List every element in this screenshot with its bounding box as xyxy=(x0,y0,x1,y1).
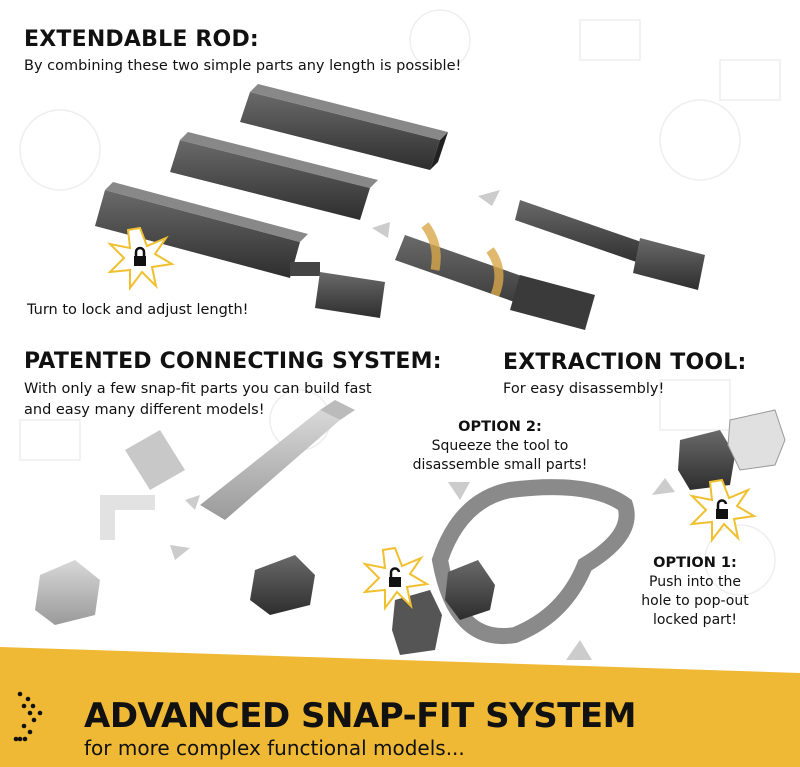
connecting-description-line1: With only a few snap-fit parts you can b… xyxy=(24,381,372,397)
arrow-icon xyxy=(566,640,592,660)
option1-line3: locked part! xyxy=(652,612,738,628)
lock-note: Turn to lock and adjust length! xyxy=(27,302,249,318)
banner-background xyxy=(0,647,800,767)
arrow-icon xyxy=(185,495,200,510)
rod-top xyxy=(240,84,448,170)
background-doodles xyxy=(19,9,781,596)
option2-line1: Squeeze the tool to xyxy=(431,438,569,454)
connecting-description-line2: and easy many different models! xyxy=(24,402,265,418)
banner-title: ADVANCED SNAP-FIT SYSTEM xyxy=(84,696,637,736)
extraction-tool xyxy=(392,409,786,660)
option1-line2: hole to pop-out xyxy=(641,593,749,609)
rod-bottom xyxy=(95,182,385,318)
dots-chevron-icon xyxy=(13,691,43,742)
connector-rod xyxy=(395,222,595,330)
unlock-icon xyxy=(361,546,430,611)
arrow-icon xyxy=(478,190,500,206)
arrow-icon xyxy=(652,478,675,495)
rod-middle xyxy=(170,132,378,220)
arrow-icon xyxy=(448,482,470,500)
option1-note: OPTION 1: Push into the hole to pop-out … xyxy=(630,554,760,630)
unlock-icon xyxy=(688,478,757,543)
arrow-icon xyxy=(170,545,190,560)
extension-rod xyxy=(515,200,705,290)
option2-note: OPTION 2: Squeeze the tool to disassembl… xyxy=(395,418,605,475)
lock-icon xyxy=(106,226,175,291)
connecting-section-title: PATENTED CONNECTING SYSTEM: xyxy=(24,349,442,374)
arrow-icon xyxy=(372,222,390,238)
rod-section-subtitle: By combining these two simple parts any … xyxy=(24,58,462,74)
extraction-section-title: EXTRACTION TOOL: xyxy=(503,350,747,375)
banner-subtitle: for more complex functional models... xyxy=(84,736,465,760)
option2-line2: disassemble small parts! xyxy=(412,457,588,473)
option1-line1: Push into the xyxy=(649,574,741,590)
extraction-subtitle: For easy disassembly! xyxy=(503,381,665,397)
option1-label: OPTION 1: xyxy=(653,555,737,571)
option2-label: OPTION 2: xyxy=(458,419,542,435)
rod-section-title: EXTENDABLE ROD: xyxy=(24,27,259,52)
connector-parts xyxy=(35,400,355,625)
